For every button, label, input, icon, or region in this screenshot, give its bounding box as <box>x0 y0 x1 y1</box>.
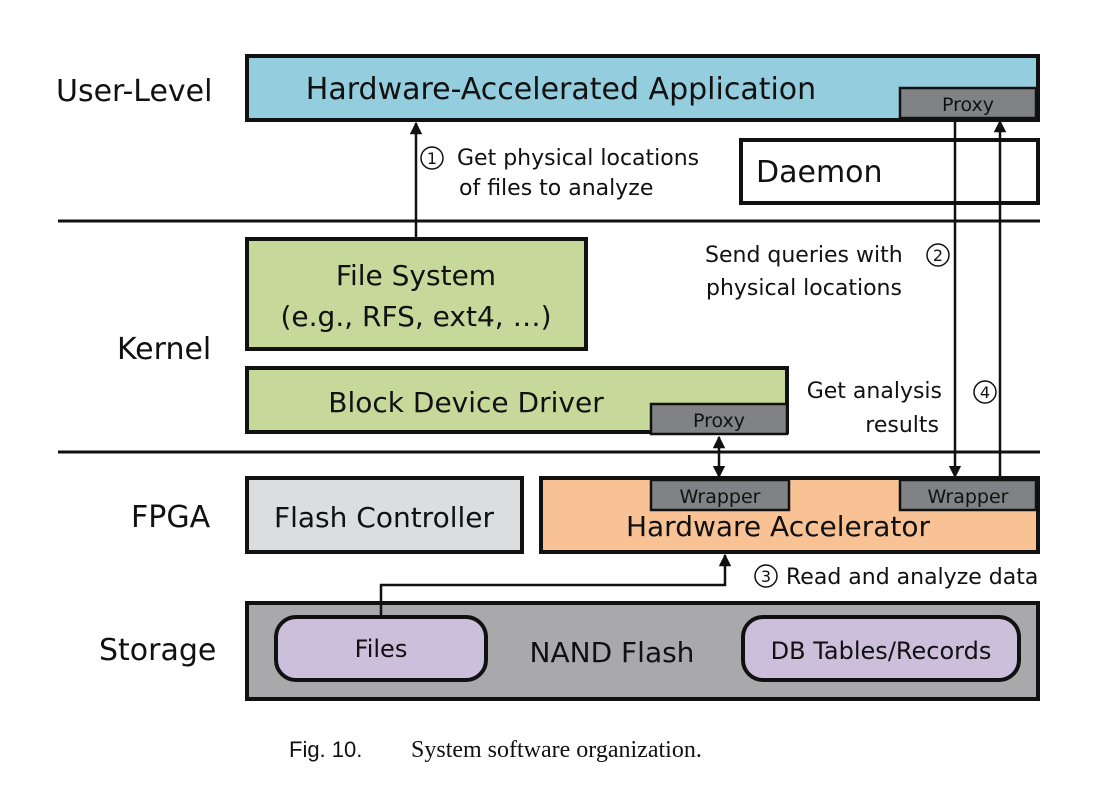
step-3-text: Read and analyze data <box>786 565 1038 590</box>
flash-controller-box <box>245 476 524 554</box>
db-tables-box <box>741 615 1021 682</box>
figure-caption: System software organization. <box>411 737 702 763</box>
wrapper-left-label: Wrapper <box>679 486 760 508</box>
layer-label-user: User-Level <box>56 74 212 109</box>
app-proxy-label: Proxy <box>942 94 994 116</box>
bdd-proxy-label: Proxy <box>693 410 745 432</box>
step-2-text-line1: Send queries with <box>705 243 903 268</box>
bdd-proxy-box <box>649 402 789 436</box>
nand-flash-label: NAND Flash <box>530 636 695 669</box>
wrapper-right-label: Wrapper <box>927 486 1008 508</box>
layer-label-kernel: Kernel <box>117 332 211 367</box>
wrapper-right-box <box>898 478 1038 512</box>
step-2-text-line2: physical locations <box>706 276 902 301</box>
layer-label-storage: Storage <box>99 633 216 668</box>
step-3-circle <box>754 564 778 588</box>
step-3-number: 3 <box>761 567 771 586</box>
step-1-number: 1 <box>427 149 437 168</box>
app-proxy-box <box>898 86 1038 120</box>
step-4-text-line1: Get analysis <box>807 379 942 404</box>
file-system-label: File System <box>336 259 496 292</box>
flash-controller-label: Flash Controller <box>274 501 494 534</box>
layer-label-fpga: FPGA <box>131 500 211 535</box>
block-device-driver-box <box>245 366 789 434</box>
arrow-step-3 <box>379 553 732 617</box>
step-4-text-line2: results <box>865 413 939 438</box>
file-system-box <box>245 237 588 351</box>
figure-number: Fig. 10. <box>289 737 362 762</box>
step-1-circle <box>420 146 444 170</box>
files-label: Files <box>355 635 408 663</box>
block-device-driver-label: Block Device Driver <box>328 386 604 419</box>
daemon-label: Daemon <box>756 155 883 190</box>
file-system-examples: (e.g., RFS, ext4, …) <box>281 300 552 333</box>
wrapper-left-box <box>649 478 791 512</box>
daemon-box <box>739 138 1040 205</box>
hardware-accelerator-label: Hardware Accelerator <box>626 510 931 543</box>
step-4-circle <box>973 380 997 404</box>
step-4-number: 4 <box>980 383 990 402</box>
db-tables-label: DB Tables/Records <box>771 637 992 665</box>
step-1-text-line1: Get physical locations <box>457 146 699 171</box>
step-2-number: 2 <box>933 246 943 265</box>
step-2-circle <box>926 243 950 267</box>
step-1-text-line2: of files to analyze <box>459 176 653 201</box>
application-label: Hardware-Accelerated Application <box>306 72 816 107</box>
